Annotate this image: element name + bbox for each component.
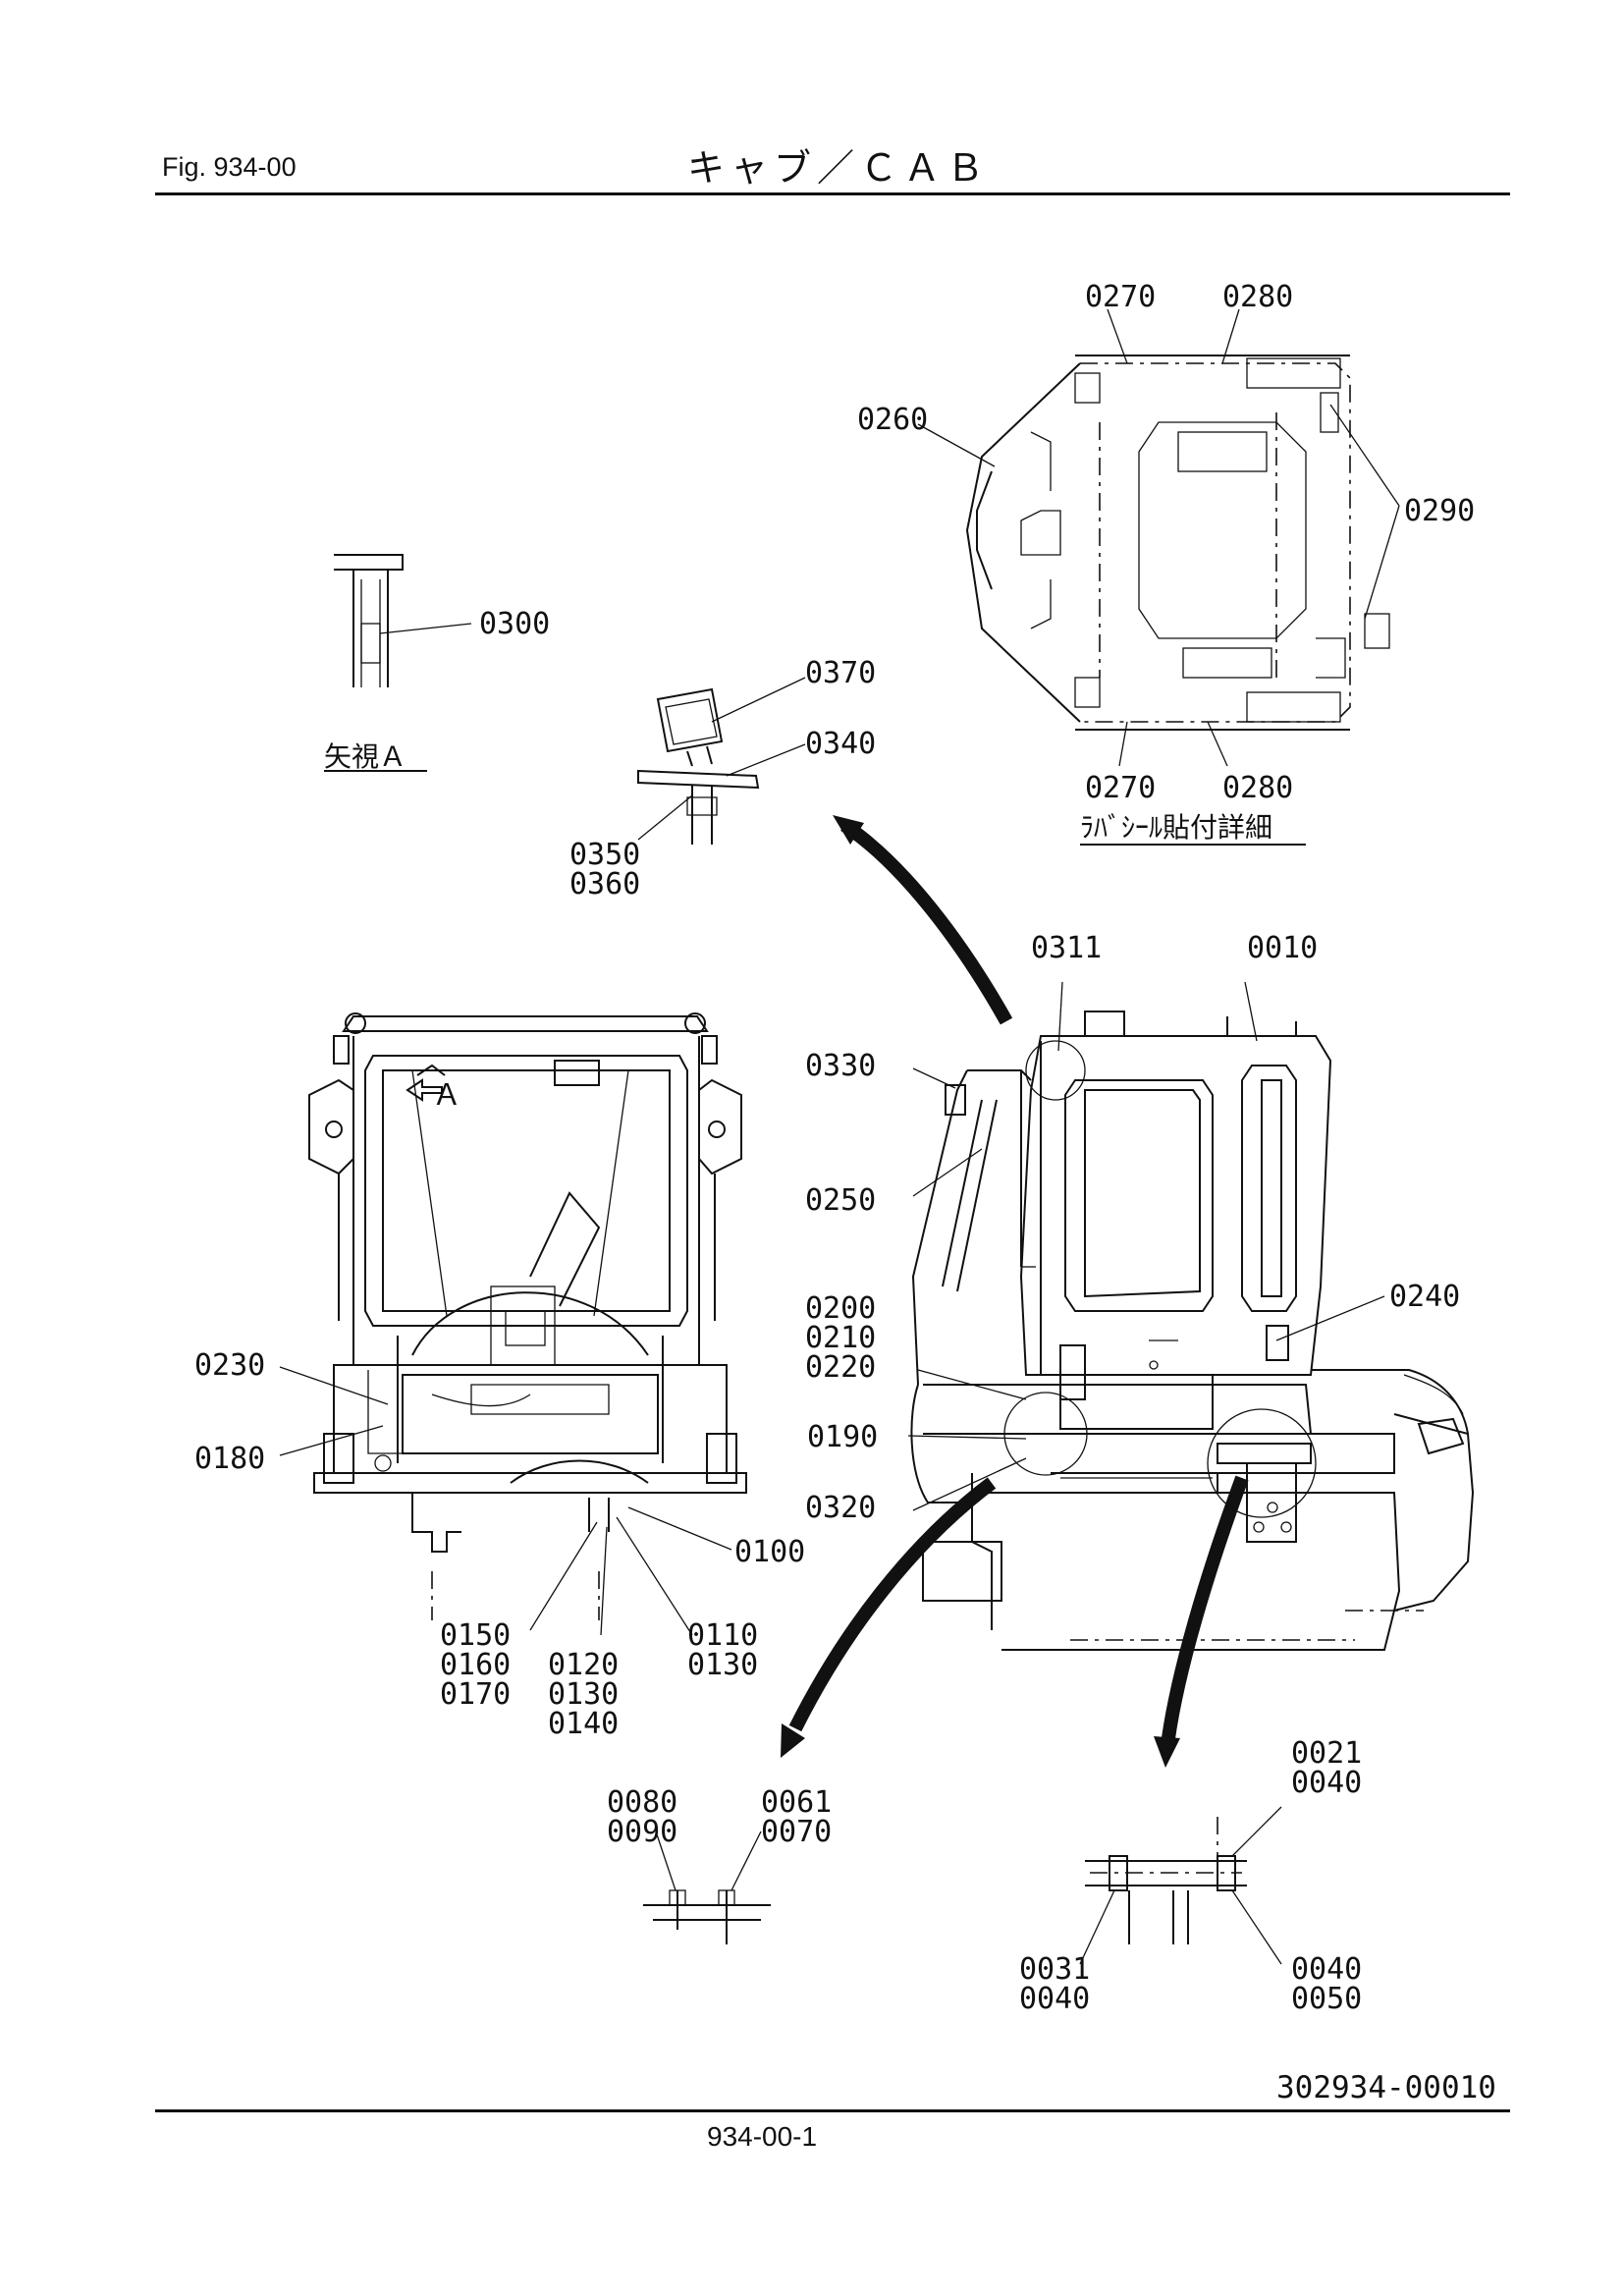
callout-0110: 0110 xyxy=(687,1618,758,1653)
callout-0280-lower: 0280 xyxy=(1222,771,1293,805)
header-rule xyxy=(155,192,1510,195)
callout-0061: 0061 xyxy=(761,1785,832,1820)
callout-0160: 0160 xyxy=(440,1648,511,1682)
callout-0200: 0200 xyxy=(805,1291,876,1326)
roof-plan-view xyxy=(965,355,1390,731)
view-a-label: 矢視Ａ xyxy=(324,740,406,773)
callout-0350: 0350 xyxy=(569,838,640,872)
callout-0100: 0100 xyxy=(734,1535,805,1569)
callout-0010: 0010 xyxy=(1247,931,1318,965)
callout-0021: 0021 xyxy=(1291,1736,1362,1771)
callout-0140: 0140 xyxy=(548,1707,619,1741)
footer-rule xyxy=(155,2109,1510,2112)
mount-detail-right xyxy=(1079,1806,1282,1965)
callout-0250: 0250 xyxy=(805,1183,876,1218)
rubber-seal-detail-label: ﾗﾊﾞｼｰﾙ貼付詳細 xyxy=(1080,811,1272,844)
callout-0330: 0330 xyxy=(805,1049,876,1083)
callout-0130-b: 0130 xyxy=(687,1648,758,1682)
page-title: キャブ／ＣＡＢ xyxy=(687,146,991,190)
callout-0270: 0270 xyxy=(1085,280,1156,314)
callout-0040-b: 0040 xyxy=(1019,1982,1090,2016)
roof-leaders xyxy=(917,308,1400,767)
callout-0210: 0210 xyxy=(805,1321,876,1355)
callout-0300: 0300 xyxy=(479,607,550,641)
detail-arrows xyxy=(781,815,1249,1768)
cab-front-view xyxy=(308,1012,747,1620)
callout-0031: 0031 xyxy=(1019,1952,1090,1987)
work-light-detail xyxy=(637,677,806,845)
callout-0050: 0050 xyxy=(1291,1982,1362,2016)
callout-0370: 0370 xyxy=(805,656,876,690)
callout-0190: 0190 xyxy=(807,1420,878,1454)
front-view-leaders xyxy=(279,1366,732,1636)
callout-0360: 0360 xyxy=(569,867,640,902)
callout-0240: 0240 xyxy=(1389,1280,1460,1314)
callout-0290: 0290 xyxy=(1404,494,1475,528)
callout-0170: 0170 xyxy=(440,1677,511,1712)
arrow-a-label: Ａ xyxy=(432,1078,461,1113)
callout-0040-c: 0040 xyxy=(1291,1952,1362,1987)
callout-0340: 0340 xyxy=(805,727,876,761)
cab-side-view xyxy=(910,1011,1475,1651)
callout-0070: 0070 xyxy=(761,1815,832,1849)
callout-0320: 0320 xyxy=(805,1491,876,1525)
page-number: 934-00-1 xyxy=(707,2121,818,2152)
callout-0120: 0120 xyxy=(548,1648,619,1682)
side-view-leaders xyxy=(907,981,1385,1511)
figure-number: Fig. 934-00 xyxy=(162,152,297,182)
mount-detail-left xyxy=(643,1831,771,1944)
callout-labels: 0270 0280 0260 0290 0270 0280 ﾗﾊﾞｼｰﾙ貼付詳細… xyxy=(194,280,1475,2016)
callout-0230: 0230 xyxy=(194,1348,265,1383)
callout-0220: 0220 xyxy=(805,1350,876,1385)
callout-0080: 0080 xyxy=(607,1785,677,1820)
callout-0180: 0180 xyxy=(194,1442,265,1476)
callout-0260: 0260 xyxy=(857,403,928,437)
callout-0311: 0311 xyxy=(1031,931,1102,965)
callout-0280: 0280 xyxy=(1222,280,1293,314)
callout-0270-lower: 0270 xyxy=(1085,771,1156,805)
callout-0090: 0090 xyxy=(607,1815,677,1849)
drawing-number: 302934-00010 xyxy=(1276,2070,1496,2105)
view-a-detail xyxy=(324,554,472,772)
callout-0150: 0150 xyxy=(440,1618,511,1653)
callout-0130: 0130 xyxy=(548,1677,619,1712)
callout-0040: 0040 xyxy=(1291,1766,1362,1800)
